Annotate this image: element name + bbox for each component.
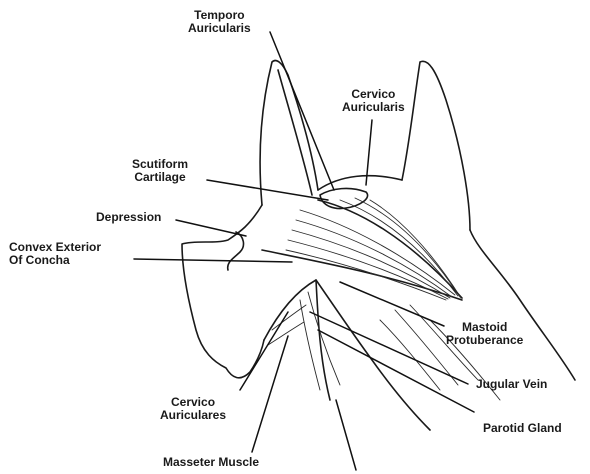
label-scutiform-cartilage: Scutiform Cartilage [132,158,188,184]
neck-muscle-right [316,280,430,430]
label-depression: Depression [96,211,161,224]
label-temporo-auricularis: Temporo Auricularis [188,9,251,35]
right-ear-outline [402,61,470,230]
leader-depression [176,220,246,236]
label-cervico-auriculares: Cervico Auriculares [160,396,226,422]
label-convex-exterior-of-concha: Convex Exterior Of Concha [9,241,101,267]
leader-temporo-auricularis [270,32,334,190]
leader-jugular-vein [310,312,468,384]
label-masseter-muscle: Masseter Muscle [163,456,259,469]
label-jugular-vein: Jugular Vein [476,378,547,391]
left-ear-inner-edge [278,70,312,195]
scutiform-cartilage-shape [320,188,368,208]
leader-masseter-muscle [252,336,288,452]
leader-cervico-auriculares [240,312,288,390]
label-parotid-gland: Parotid Gland [483,422,562,435]
right-ear-base [470,230,575,380]
label-mastoid-protuberance: Mastoid Protuberance [446,321,523,347]
leader-convex-exterior [134,259,292,262]
label-cervico-auricularis: Cervico Auricularis [342,88,405,114]
muscle-striations [286,198,461,300]
leader-lower-neck [336,400,356,470]
